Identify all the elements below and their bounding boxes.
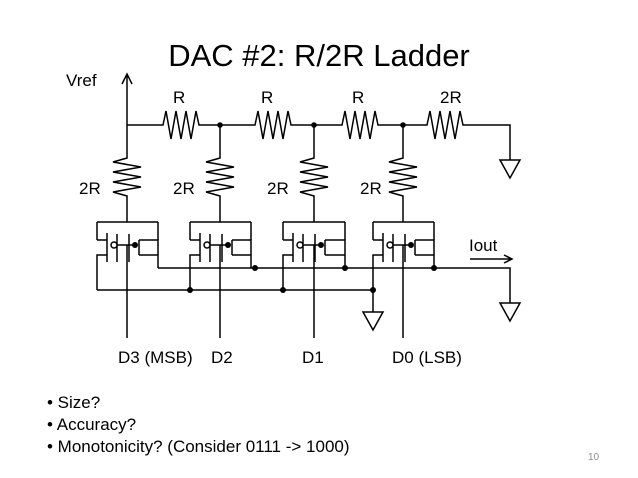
shunt-resistor-label: 2R bbox=[360, 179, 382, 198]
bit-label-d2: D2 bbox=[211, 348, 233, 367]
bullet-item: • Accuracy? bbox=[47, 415, 137, 434]
iout-label: Iout bbox=[469, 236, 498, 255]
switch-pair-d3 bbox=[96, 233, 159, 290]
shunt-resistor-label: 2R bbox=[267, 179, 289, 198]
bullet-item: • Monotonicity? (Consider 0111 -> 1000) bbox=[47, 437, 350, 456]
series-resistor-r2 bbox=[250, 110, 296, 140]
shunt-resistor-d0 bbox=[388, 153, 418, 201]
bit-label-d3: D3 (MSB) bbox=[118, 348, 193, 367]
bullet-list: • Size? • Accuracy? • Monotonicity? (Con… bbox=[47, 392, 350, 458]
switch-pair-d0 bbox=[372, 233, 435, 290]
ground-icon-terminal bbox=[498, 159, 522, 180]
series-resistor-label: R bbox=[261, 88, 274, 107]
page-number: 10 bbox=[588, 452, 600, 463]
bullet-item: • Size? bbox=[47, 393, 101, 412]
bit-label-d1: D1 bbox=[302, 348, 324, 367]
shunt-resistor-label: 2R bbox=[79, 179, 101, 198]
ground-bus-wire bbox=[97, 289, 374, 312]
shunt-resistor-d1 bbox=[299, 153, 329, 201]
series-resistor-label: R bbox=[352, 88, 365, 107]
vref-label: Vref bbox=[66, 71, 97, 90]
series-resistor-label: R bbox=[173, 88, 186, 107]
vref-arrow-icon bbox=[121, 72, 133, 125]
switch-pair-d2 bbox=[189, 233, 252, 290]
series-resistor-r1 bbox=[158, 110, 204, 140]
slide-title: DAC #2: R/2R Ladder bbox=[168, 38, 470, 73]
series-resistor-label: 2R bbox=[440, 88, 462, 107]
series-resistor-r3 bbox=[337, 110, 383, 140]
iout-bus-wire bbox=[158, 267, 511, 303]
shunt-resistor-d2 bbox=[205, 153, 235, 201]
ground-icon-iout bbox=[498, 302, 522, 323]
iout-arrow-icon bbox=[470, 254, 514, 264]
ground-icon-bus bbox=[361, 311, 385, 332]
shunt-resistor-label: 2R bbox=[173, 179, 195, 198]
series-resistor-2r-term bbox=[422, 110, 468, 140]
shunt-resistor-d3 bbox=[112, 153, 142, 201]
bit-label-d0: D0 (LSB) bbox=[392, 348, 462, 367]
switch-pair-d1 bbox=[282, 233, 346, 290]
